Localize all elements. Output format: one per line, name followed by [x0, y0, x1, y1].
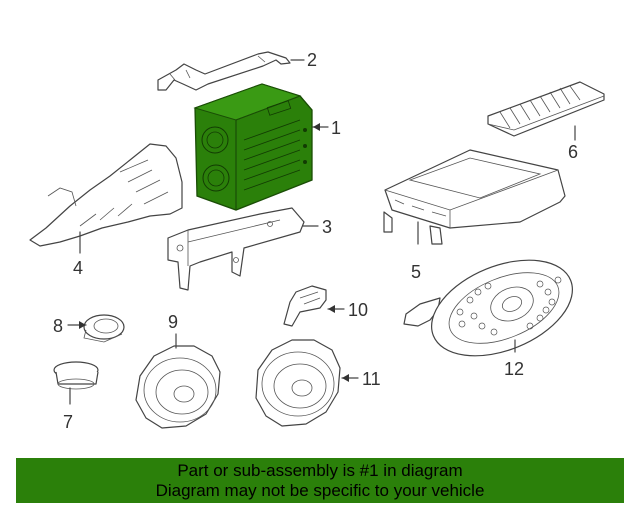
- leader-1-arrow: [313, 123, 320, 131]
- banner-line-1: Part or sub-assembly is #1 in diagram: [177, 461, 463, 480]
- part-8-grommet: [83, 314, 125, 343]
- part-11-speaker: [255, 339, 341, 427]
- callout-5: 5: [411, 262, 421, 282]
- part-2-bracket: [157, 51, 291, 91]
- leader-11-arrow: [342, 374, 349, 382]
- info-banner: Part or sub-assembly is #1 in diagram Di…: [16, 458, 624, 503]
- part-10-connector: [283, 285, 327, 327]
- part-1-head-unit: [193, 83, 313, 211]
- callout-4: 4: [73, 258, 83, 278]
- part-6-module-board: [487, 81, 605, 137]
- part-3-bracket: [167, 207, 305, 291]
- part-5-amplifier: [383, 149, 566, 245]
- part-9-speaker: [135, 345, 221, 429]
- leader-8-arrow: [79, 321, 86, 329]
- banner-line-2: Diagram may not be specific to your vehi…: [155, 481, 485, 500]
- callout-2: 2: [307, 50, 317, 70]
- callout-8: 8: [53, 316, 63, 336]
- callout-7: 7: [63, 412, 73, 432]
- leader-10-arrow: [328, 305, 335, 313]
- callout-3: 3: [322, 217, 332, 237]
- callout-9: 9: [168, 312, 178, 332]
- part-4-duct: [29, 143, 183, 247]
- part-12-oval-speaker: [403, 259, 573, 357]
- callout-12: 12: [504, 359, 524, 379]
- callout-6: 6: [568, 142, 578, 162]
- callout-1: 1: [331, 118, 341, 138]
- part-7-ring: [53, 361, 99, 390]
- callout-11: 11: [362, 369, 381, 389]
- callout-10: 10: [348, 300, 368, 320]
